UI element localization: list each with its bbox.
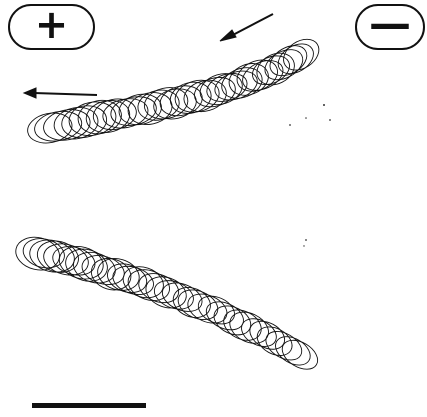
trace-loop bbox=[260, 44, 308, 86]
trace-loop bbox=[62, 244, 111, 286]
trace-loop bbox=[211, 66, 261, 105]
trace-loop bbox=[172, 76, 223, 117]
trace-loop bbox=[273, 38, 319, 80]
trace-loop bbox=[135, 268, 183, 307]
trace-loop bbox=[104, 259, 151, 297]
trace-lower bbox=[12, 233, 322, 375]
trace-upper bbox=[25, 33, 325, 147]
scale-bar bbox=[32, 403, 146, 408]
specks bbox=[289, 104, 331, 247]
arrow-left-icon bbox=[24, 88, 97, 98]
trace-loop bbox=[252, 321, 297, 361]
arrow-upper-right-icon bbox=[220, 14, 273, 41]
